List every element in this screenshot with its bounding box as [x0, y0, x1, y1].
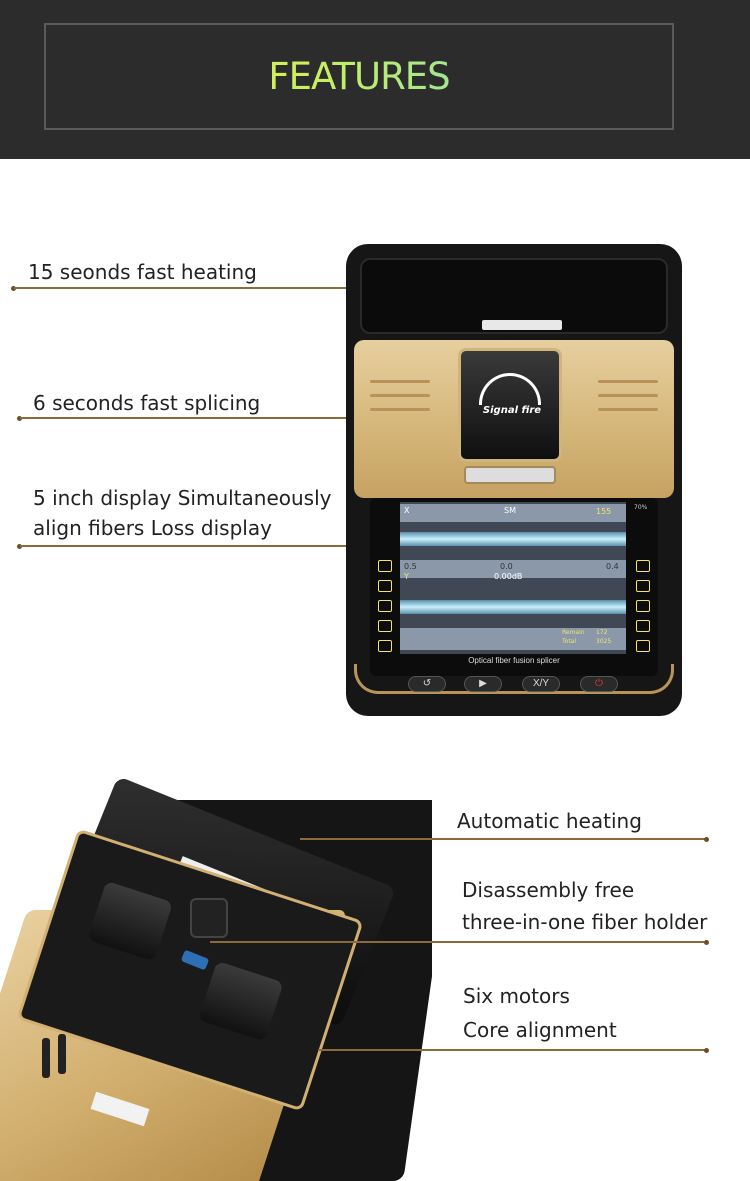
lid-handle [464, 466, 556, 484]
lid-ridge [370, 380, 430, 383]
screen-counter: 155 [596, 507, 612, 516]
lid-ridge [370, 394, 430, 397]
battery-level: 70% [634, 504, 648, 511]
screen-center-value: 0.0 [500, 562, 513, 571]
record-icon[interactable] [636, 620, 650, 632]
fiber-holder-left [87, 880, 174, 962]
lid-ridge [598, 380, 658, 383]
pause-icon[interactable] [636, 600, 650, 612]
timer-icon[interactable] [378, 580, 392, 592]
feature-fiber-holder-line1: Disassembly free [462, 878, 635, 902]
bar [58, 1034, 66, 1074]
total-value: 3025 [596, 638, 612, 645]
heater-strip [482, 320, 562, 330]
screen-right-value: 0.4 [606, 562, 619, 571]
leader-line [20, 545, 412, 547]
heater-icon[interactable] [378, 600, 392, 612]
lid-ridge [370, 408, 430, 411]
splicer-open-view [0, 770, 432, 1181]
screen-left-value: 0.5 [404, 562, 417, 571]
leader-dot [704, 837, 709, 842]
fiber-view-x [400, 532, 626, 546]
settings-icon[interactable] [636, 560, 650, 572]
splice-mode-icon[interactable] [378, 560, 392, 572]
screen-mid-bar [400, 560, 626, 578]
control-buttons: ↺ ▶ X/Y ⏻ [404, 676, 624, 696]
screen-loss: 0.00dB [494, 572, 523, 581]
logo-arc-icon [479, 373, 541, 405]
screen-caption: Optical fiber fusion splicer [468, 656, 560, 665]
remain-value: 172 [596, 629, 608, 636]
cleaver-bars [38, 1034, 74, 1084]
leader-line [210, 941, 705, 943]
leader-line [20, 417, 365, 419]
brand-logo-text: Signal fire [482, 405, 542, 416]
leader-dot [17, 544, 22, 549]
page-title: FEATURES [46, 55, 672, 98]
screen-bottom-bar [400, 628, 626, 650]
leader-line [318, 1049, 705, 1051]
storage-icon[interactable] [636, 640, 650, 652]
electrode-clamp [190, 898, 228, 938]
power-button[interactable]: ⏻ [580, 676, 618, 692]
screen-top-bar [400, 504, 626, 522]
fiber-view-y [400, 600, 626, 614]
screen-y-label: Y [404, 572, 409, 581]
header-frame: FEATURES [44, 23, 674, 130]
display-frame: X SM 155 0.5 0.0 0.4 Y 0.00dB Remain 172… [370, 498, 658, 676]
leader-dot [704, 940, 709, 945]
splicer-front-view: Signal fire X SM 155 0.5 0.0 0.4 Y 0.00d… [346, 244, 682, 716]
start-button[interactable]: ▶ [464, 676, 502, 692]
remain-label: Remain [562, 629, 585, 636]
feature-auto-heating-label: Automatic heating [457, 809, 642, 833]
fiber-holder-right [197, 960, 284, 1042]
leader-line [300, 838, 705, 840]
feature-heating-label: 15 seonds fast heating [28, 260, 257, 284]
reset-button[interactable]: ↺ [408, 676, 446, 692]
total-label: Total [562, 638, 577, 645]
leader-line [14, 287, 406, 289]
lid-ridge [598, 394, 658, 397]
screen-x-label: X [404, 506, 410, 515]
leader-dot [11, 286, 16, 291]
brand-badge: Signal fire [458, 348, 562, 462]
leader-dot [17, 416, 22, 421]
feature-fiber-holder-line2: three-in-one fiber holder [462, 910, 708, 934]
bar [42, 1038, 50, 1078]
list-icon[interactable] [636, 580, 650, 592]
feature-display-line2: align fibers Loss display [33, 516, 272, 540]
leader-dot [704, 1048, 709, 1053]
feature-display-line1: 5 inch display Simultaneously [33, 486, 332, 510]
arc-icon[interactable] [378, 620, 392, 632]
display-screen: X SM 155 0.5 0.0 0.4 Y 0.00dB Remain 172… [400, 502, 626, 654]
heater-lid [360, 258, 668, 334]
lid-ridge [598, 408, 658, 411]
feature-motors-line2: Core alignment [463, 1018, 617, 1042]
xy-button[interactable]: X/Y [522, 676, 560, 692]
screen-mode: SM [504, 506, 516, 515]
feature-splicing-label: 6 seconds fast splicing [33, 391, 261, 415]
feature-motors-line1: Six motors [463, 984, 570, 1008]
menu-icon[interactable] [378, 640, 392, 652]
features-header: FEATURES [0, 0, 750, 159]
